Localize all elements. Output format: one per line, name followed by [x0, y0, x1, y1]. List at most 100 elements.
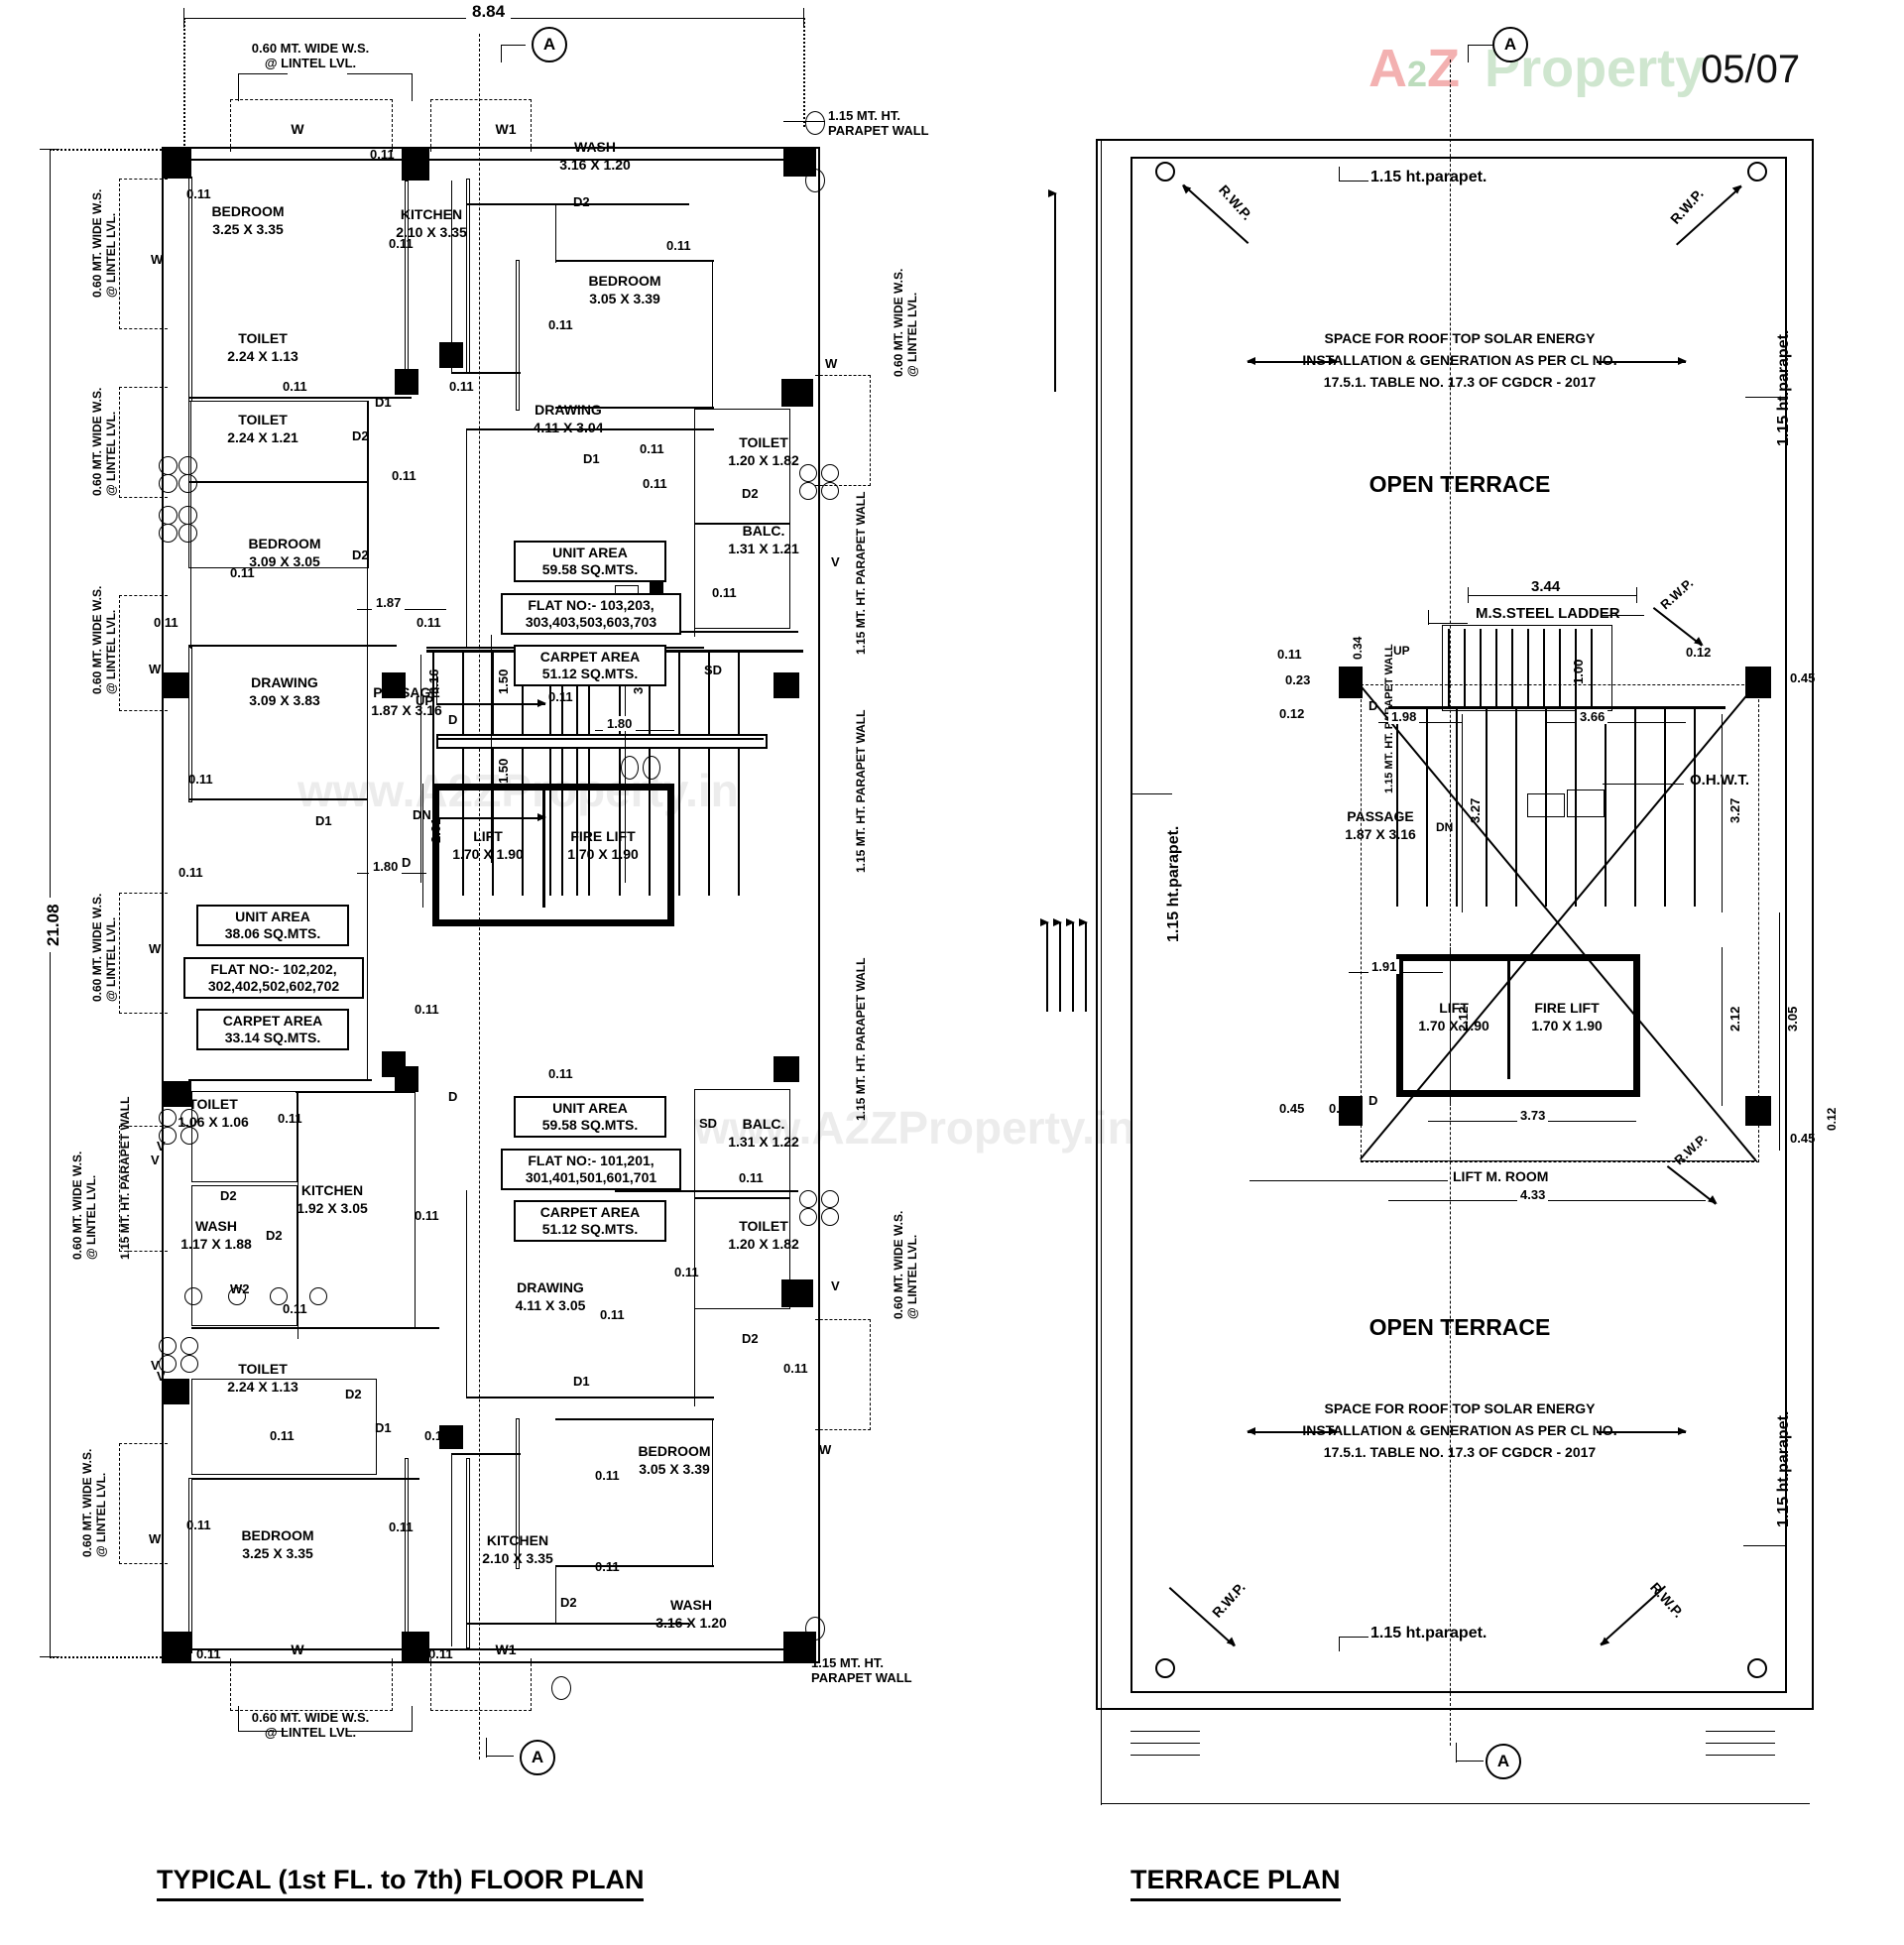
dim-191: 1.91 [1368, 959, 1400, 974]
flow-arrow [1067, 918, 1074, 1012]
note-ws-left-6: 0.60 MT. WIDE W.S. @ LINTEL LVL. [80, 1448, 108, 1557]
solar-note-line2: INSTALLATION & GENERATION AS PER CL NO. [1302, 1422, 1617, 1438]
wall-thickness: 0.11 [370, 147, 395, 162]
carpet-area-box: CARPET AREA 33.14 SQ.MTS. [196, 1009, 349, 1050]
door-tag-d2: D2 [560, 1595, 577, 1610]
flat-no-line1: FLAT NO:- 103,203, [528, 597, 654, 613]
note-ws-lintel-bottom: 0.60 MT. WIDE W.S. @ LINTEL LVL. [251, 1710, 370, 1740]
dim-stair-run1: 1.50 [496, 669, 511, 694]
flat-no-box: FLAT NO:- 101,201, 301,401,501,601,701 [501, 1149, 681, 1190]
window-tag-w-left-4: W [149, 1531, 162, 1546]
room-size: 3.05 X 3.39 [589, 290, 660, 306]
column [402, 1632, 429, 1661]
door-tag-v: V [157, 1369, 166, 1384]
solar-note-line1: SPACE FOR ROOF TOP SOLAR ENERGY [1324, 1400, 1596, 1416]
note-ws-lintel-left-1: 0.60 MT. WIDE W.S. @ LINTEL LVL. [90, 188, 118, 298]
door-tag-v: V [157, 1139, 166, 1154]
wall-thickness: 0.11 [278, 1111, 302, 1126]
room-size: 2.24 X 1.21 [227, 428, 298, 445]
dim-lift-height: 2.01 [428, 817, 443, 843]
core-column [1339, 667, 1363, 698]
terrace-staircase [1396, 708, 1724, 907]
wall-thickness: 0.11 [415, 1002, 439, 1017]
wall-thickness: 0.11 [674, 1265, 699, 1279]
room-wash-2: WASH 1.17 X 1.88 [180, 1218, 252, 1253]
room-name: TOILET [739, 1218, 788, 1234]
room-name: WASH [195, 1218, 237, 1234]
column [774, 672, 799, 698]
wall-thickness: 0.11 [154, 615, 178, 630]
note-ws-lintel-right-1: 0.60 MT. WIDE W.S. @ LINTEL LVL. [892, 268, 919, 377]
door-tag-d1: D1 [583, 451, 600, 466]
terrace-centerline [1450, 60, 1451, 1746]
wall-thickness: 0.11 [600, 1307, 625, 1322]
room-size: 3.16 X 1.20 [559, 156, 631, 173]
logo-digit-2: 2 [1407, 54, 1428, 94]
room-toilet-3: TOILET 1.20 X 1.82 [728, 434, 799, 469]
dim-lift-width: 1.80 [369, 859, 403, 874]
logo-letter-a: A [1368, 39, 1407, 98]
dim-045-c: 0.45 [1790, 1131, 1816, 1146]
dim-lift-offset: 1.80 [603, 716, 637, 731]
room-name: BALC. [742, 1116, 785, 1132]
dim-327-left: 3.27 [1468, 797, 1483, 823]
column [382, 1051, 406, 1077]
unit-area-value: 59.58 SQ.MTS. [541, 1116, 639, 1133]
wall-thickness: 0.11 [424, 1428, 449, 1443]
room-drawing-3: DRAWING 4.11 X 3.05 [516, 1279, 586, 1314]
room-name: DRAWING [251, 674, 318, 690]
window-ws-dashed [230, 1658, 393, 1711]
room-lift: LIFT 1.70 X 1.90 [452, 828, 524, 863]
wall-thickness: 0.11 [739, 1170, 764, 1185]
room-name: KITCHEN [300, 1182, 364, 1198]
room-passage-name: PASSAGE [373, 684, 440, 700]
flat-no-line1: FLAT NO:- 101,201, [528, 1153, 654, 1168]
wall-thickness: 0.11 [548, 317, 573, 332]
door-tag-d: D [448, 1089, 458, 1104]
lift-block [432, 784, 674, 926]
building-outline [162, 147, 820, 1663]
room-size: 3.16 X 1.20 [655, 1614, 727, 1631]
room-fire-lift: FIRE LIFT 1.70 X 1.90 [567, 828, 639, 863]
note-parapet-bottom-right: 1.15 MT. HT. PARAPET WALL [811, 1655, 912, 1685]
note-ws-lintel-right-2: 0.60 MT. WIDE W.S. @ LINTEL LVL. [892, 1210, 919, 1319]
dim-stair-run2: 1.50 [496, 758, 511, 784]
dim-stair-left: 1.87 [372, 595, 406, 610]
door-tag-d2: D2 [220, 1188, 237, 1203]
dim-034: 0.34 [1351, 636, 1365, 660]
terrace-door-tag-d-1: D [1368, 698, 1378, 713]
brand-logo: A2Z Property [1368, 38, 1705, 99]
open-terrace-bottom-label: OPEN TERRACE [1368, 1314, 1551, 1340]
window-tag-w1-bottom: W1 [495, 1641, 517, 1657]
column [774, 1056, 799, 1082]
column [382, 672, 406, 698]
wall-thickness: 0.11 [416, 615, 441, 630]
dim-344: 3.44 [1527, 578, 1565, 595]
door-tag-d: D [402, 855, 412, 870]
room-passage: PASSAGE 1.87 X 3.16 [371, 684, 442, 719]
door-tag-d2: D2 [573, 194, 590, 209]
dim-012-b: 0.12 [1686, 645, 1712, 660]
terrace-lift-block [1396, 954, 1640, 1097]
dim-327-right: 3.27 [1727, 797, 1742, 823]
solar-note-line3: 17.5.1. TABLE NO. 17.3 OF CGDCR - 2017 [1323, 374, 1597, 390]
rwp-circle [1155, 1658, 1175, 1678]
grid-mark-a-top: A [532, 27, 567, 62]
grid-mark-a-top-label: A [542, 35, 556, 54]
window-tag-w1-top: W1 [495, 121, 517, 137]
rwp-circle [1747, 1658, 1767, 1678]
window-tag-w-bottom: W [291, 1641, 304, 1657]
room-fire-lift-size: 1.70 X 1.90 [567, 845, 639, 862]
window-tag-w-top: W [291, 121, 304, 137]
note-ws-lintel-left-2: 0.60 MT. WIDE W.S. @ LINTEL LVL. [90, 387, 118, 496]
room-lift-name: LIFT [473, 828, 503, 844]
lift-size: 1.70 X 1.90 [1418, 1017, 1489, 1033]
room-balcony-1: BALC. 1.31 X 1.21 [728, 523, 799, 557]
fire-lift-size: 1.70 X 1.90 [1531, 1017, 1603, 1033]
room-size: 4.11 X 3.04 [533, 419, 604, 435]
flat-no-line2: 301,401,501,601,701 [525, 1168, 657, 1185]
rwp-circle [1747, 162, 1767, 182]
flow-arrow-vertical [1049, 189, 1056, 392]
dim-212-left: 2.12 [1456, 1006, 1471, 1032]
passage-name: PASSAGE [1347, 808, 1414, 824]
